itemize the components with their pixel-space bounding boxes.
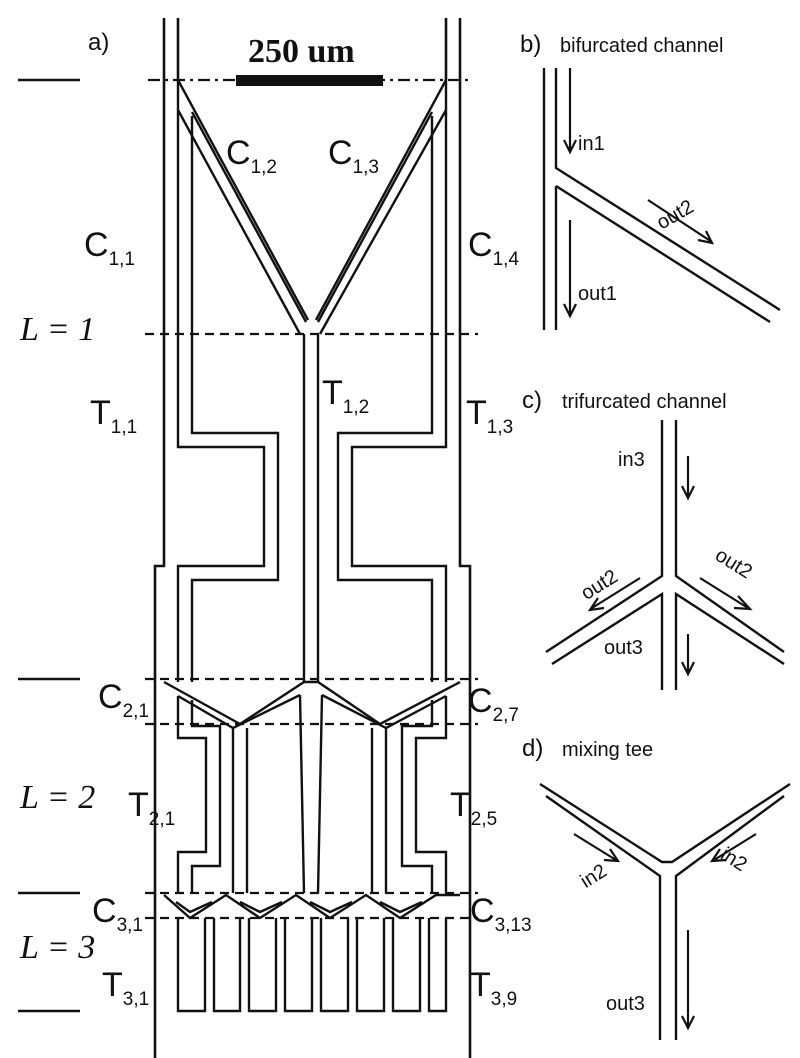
panel-c-out3: out3	[604, 637, 643, 659]
panel-b-bifurcated: b) bifurcated channel in1 out1 out2	[520, 31, 781, 330]
label-t11: T1,1	[90, 394, 137, 438]
panel-b-arrow-out2	[647, 199, 715, 245]
node-labels: C1,1 C1,2 C1,3 C1,4 T1,1 T1,2 T1,3 C2,1 …	[84, 134, 532, 1010]
panel-d-in2-left: in2	[577, 860, 611, 893]
label-c12: C1,2	[226, 134, 277, 178]
label-t12: T1,2	[322, 374, 369, 418]
panel-d-in2-right: in2	[717, 843, 751, 876]
level3-channels	[176, 918, 448, 1013]
diagonal-left-inner	[176, 109, 302, 335]
label-c13: C1,3	[328, 134, 379, 178]
diagonal-center-left	[190, 111, 308, 323]
label-t25: T2,5	[450, 786, 497, 830]
panel-b-title: bifurcated channel	[560, 35, 723, 57]
outer-wall-right	[444, 18, 472, 1058]
level2-zigzag-top	[163, 680, 461, 726]
panel-b-letter: b)	[520, 31, 541, 58]
level1-right-channel	[350, 80, 448, 682]
diagonal-left-outer	[176, 79, 310, 321]
label-t13: T1,3	[466, 394, 513, 438]
t13-block	[336, 116, 434, 682]
diagonal-center-right	[316, 111, 434, 323]
panel-b-arrow-in1	[563, 68, 577, 155]
diagonal-right-outer	[314, 79, 448, 321]
panel-d-letter: d)	[522, 735, 543, 762]
level-label-3: L = 3	[19, 929, 95, 966]
level1-left-channel	[176, 80, 266, 682]
panel-b-arrow-out1	[563, 220, 577, 319]
panel-c-out2-right: out2	[711, 544, 756, 583]
panel-d-arrow-in2-left	[573, 833, 621, 863]
panel-d-title: mixing tee	[562, 739, 653, 761]
scale-bar	[236, 75, 383, 86]
panel-a-letter: a)	[88, 29, 109, 56]
level-label-1: L = 1	[19, 311, 95, 348]
panel-d-arrow-in2-right	[709, 833, 757, 863]
panel-d-mixing-tee: d) mixing tee in2 in2 out3	[522, 735, 791, 1040]
panel-b-in1: in1	[578, 133, 605, 155]
label-c27: C2,7	[468, 682, 519, 726]
label-t39: T3,9	[470, 966, 517, 1010]
panel-c-arrow-in3	[681, 456, 695, 501]
panel-c-arrow-out2-right	[699, 577, 753, 611]
level-label-2: L = 2	[19, 779, 95, 816]
panel-c-trifurcated: c) trifurcated channel in3 out3 out2 out…	[522, 387, 785, 690]
level3-zigzag	[163, 893, 460, 920]
outer-wall-left	[153, 18, 180, 1058]
panel-b-out1: out1	[578, 283, 617, 305]
label-t31: T3,1	[102, 966, 149, 1010]
panel-c-out2-left: out2	[577, 566, 622, 605]
panel-c-title: trifurcated channel	[562, 391, 727, 413]
t11-block	[190, 116, 280, 682]
panel-c-arrow-out2-left	[587, 577, 641, 612]
panel-a-network	[18, 18, 478, 1058]
panel-c-in3: in3	[618, 449, 645, 471]
label-c313: C3,13	[470, 892, 532, 936]
label-c11: C1,1	[84, 226, 135, 270]
center-channel	[302, 334, 320, 682]
panel-c-letter: c)	[522, 387, 542, 414]
label-c31: C3,1	[92, 892, 143, 936]
diagonal-right-inner	[318, 109, 448, 335]
panel-c-channel	[545, 420, 785, 690]
label-c21: C2,1	[98, 678, 149, 722]
label-c14: C1,4	[468, 226, 519, 270]
panel-d-channel	[539, 782, 791, 1040]
panel-c-arrow-out3	[681, 634, 695, 677]
panel-b-channel	[542, 68, 781, 330]
label-t21: T2,1	[128, 786, 175, 830]
level2-channels	[176, 694, 448, 894]
panel-d-out3: out3	[606, 993, 645, 1015]
panel-d-arrow-out3	[681, 930, 695, 1031]
scale-bar-label: 250 um	[248, 33, 355, 70]
